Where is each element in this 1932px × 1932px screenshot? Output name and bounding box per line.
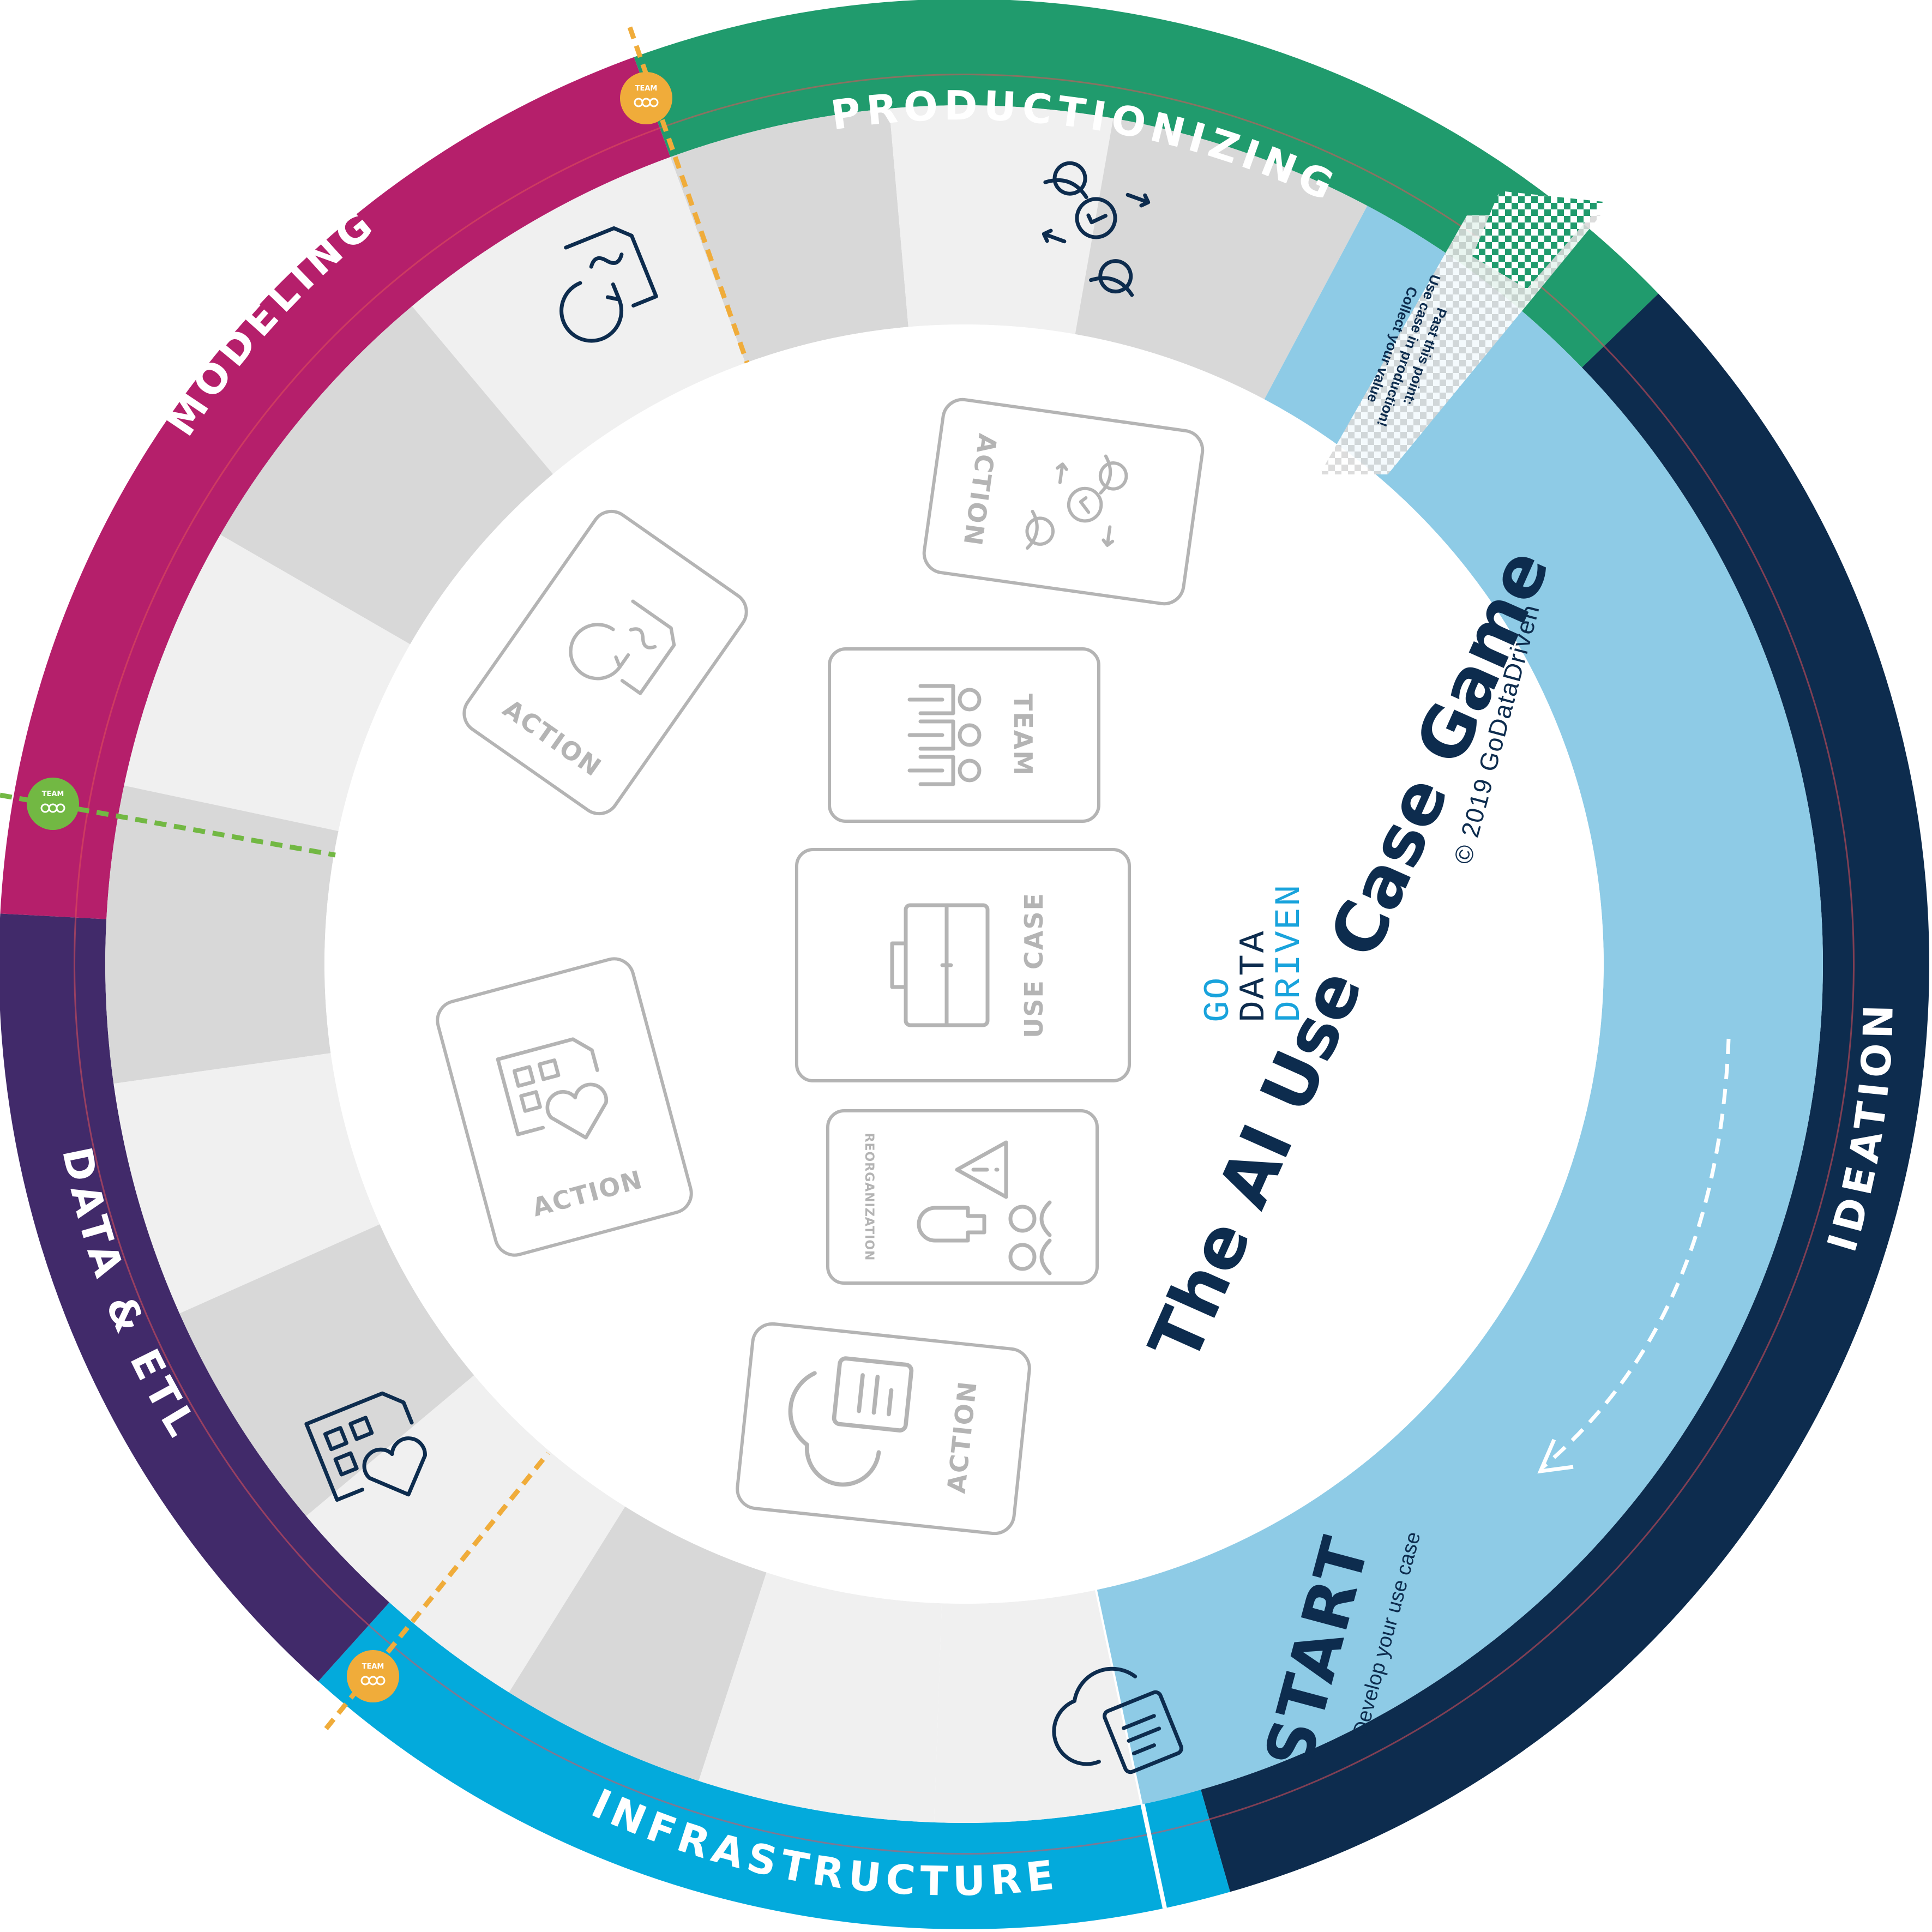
track-tile[interactable]	[889, 105, 1114, 334]
data-heart-icon	[304, 1391, 427, 1502]
model-refresh-icon	[559, 226, 658, 343]
phase-segment-ideation	[1201, 293, 1929, 1892]
track-tile[interactable]	[1075, 118, 1368, 400]
action-card[interactable]: ACTION	[922, 397, 1205, 606]
team-badge[interactable]: TEAM	[347, 1650, 399, 1702]
track-tile[interactable]	[179, 1224, 474, 1516]
model-refresh-icon	[569, 599, 676, 695]
use-case-card[interactable]: USE CASE	[795, 848, 1131, 1082]
svg-text:TEAM: TEAM	[362, 1663, 384, 1671]
track-tile[interactable]	[220, 306, 553, 645]
phase-segment-productionizing	[634, 0, 1659, 368]
data-heart-icon	[496, 1037, 609, 1140]
card-label: REORGANIZATION	[862, 1133, 876, 1261]
card-label: USE CASE	[1019, 892, 1049, 1038]
direction-arrow	[1542, 1038, 1731, 1468]
phase-boundary-line	[0, 792, 336, 858]
reorganization-icon	[917, 1140, 1052, 1275]
track-tile[interactable]	[412, 157, 745, 474]
phase-segment-modeling	[0, 57, 671, 919]
team-badge[interactable]: TEAM	[620, 72, 672, 124]
track-tile[interactable]	[670, 108, 908, 363]
svg-text:GO: GO	[1198, 976, 1239, 1022]
team-cycle-icon	[1042, 161, 1151, 297]
svg-text:DRIVEN: DRIVEN	[1269, 883, 1310, 1022]
cloud-document-icon	[1052, 1666, 1183, 1774]
godatadriven-logo: GO DATA DRIVEN	[1198, 883, 1310, 1022]
phase-segment-infrastructure	[318, 1602, 1230, 1930]
phase-rim-line	[75, 127, 660, 918]
start-lane	[1097, 206, 1823, 1804]
briefcase-icon	[890, 903, 990, 1027]
track-tile[interactable]	[306, 1375, 625, 1693]
reorganization-card[interactable]: REORGANIZATION	[826, 1109, 1099, 1285]
track-tile[interactable]	[509, 1506, 767, 1781]
cloud-document-icon	[788, 1356, 914, 1487]
track-tile[interactable]	[113, 1053, 380, 1314]
card-label: TEAM	[1008, 694, 1038, 777]
svg-text:DATA: DATA	[1233, 930, 1274, 1022]
team-card[interactable]: TEAM	[828, 647, 1100, 823]
action-card[interactable]: ACTION	[736, 1322, 1032, 1536]
track-tile[interactable]	[124, 534, 411, 832]
track-tile[interactable]	[699, 1572, 942, 1823]
track-tile[interactable]	[105, 785, 339, 1084]
team-icon	[907, 684, 982, 786]
arrow-head-icon	[1537, 1439, 1574, 1474]
svg-text:TEAM: TEAM	[635, 85, 658, 93]
board-track	[105, 105, 1368, 1909]
team-badge[interactable]: TEAM	[27, 778, 79, 830]
svg-text:TEAM: TEAM	[42, 790, 64, 798]
action-card[interactable]: ACTION	[433, 954, 696, 1259]
phase-segment-data-etl	[0, 913, 390, 1682]
team-cycle-icon	[1025, 454, 1128, 550]
finish-line-green	[1472, 191, 1603, 289]
